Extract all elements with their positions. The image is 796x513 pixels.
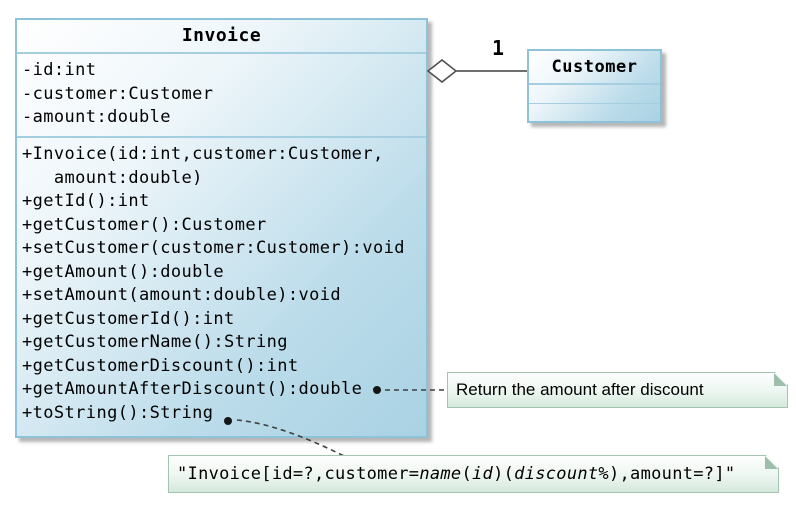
note-fold-corner-icon bbox=[774, 373, 787, 386]
invoice-methods-compartment: +Invoice(id:int,customer:Customer, amoun… bbox=[17, 138, 426, 425]
invoice-method: amount:double) bbox=[22, 167, 203, 188]
note-discount-text: Return the amount after discount bbox=[456, 380, 704, 399]
note-tostring-text-part: ),amount=?]" bbox=[608, 464, 736, 484]
invoice-method: +Invoice(id:int,customer:Customer, bbox=[22, 144, 384, 164]
note-tostring-text-part: discount% bbox=[514, 464, 609, 484]
invoice-class-name: Invoice bbox=[17, 20, 426, 54]
multiplicity-label: 1 bbox=[492, 36, 505, 60]
customer-class-box[interactable]: Customer bbox=[527, 49, 662, 123]
invoice-method: +getId():int bbox=[22, 191, 150, 211]
note-tostring[interactable]: "Invoice[id=?,customer=name(id)(discount… bbox=[168, 455, 779, 493]
invoice-attribute: -amount:double bbox=[22, 107, 171, 127]
note-tostring-text-part: ( bbox=[461, 464, 472, 484]
invoice-method: +setAmount(amount:double):void bbox=[22, 285, 342, 305]
invoice-attribute: -id:int bbox=[22, 60, 97, 80]
invoice-attribute: -customer:Customer bbox=[22, 83, 214, 104]
note-tostring-text-part: id bbox=[472, 464, 494, 484]
customer-class-name: Customer bbox=[529, 51, 660, 85]
note-tostring-text-part: name bbox=[419, 464, 462, 484]
invoice-method: +getCustomer():Customer bbox=[22, 214, 267, 235]
invoice-method: +getCustomerId():int bbox=[22, 308, 235, 329]
invoice-method: +getCustomerName():String bbox=[22, 332, 288, 352]
customer-methods-compartment bbox=[529, 104, 660, 123]
aggregation-diamond-icon bbox=[426, 59, 458, 83]
invoice-method: +getAmountAfterDiscount():double bbox=[22, 379, 363, 399]
invoice-method: +getCustomerDiscount():int bbox=[22, 355, 299, 376]
note-fold-corner-icon bbox=[765, 456, 778, 469]
invoice-method: +getAmount():double bbox=[22, 261, 225, 282]
customer-attributes-compartment bbox=[529, 85, 660, 104]
invoice-attributes-compartment: -id:int -customer:Customer -amount:double bbox=[17, 54, 426, 138]
invoice-method: +setCustomer(customer:Customer):void bbox=[22, 238, 405, 258]
note-tostring-text-part: "Invoice[id=?,customer= bbox=[177, 464, 420, 484]
note-discount[interactable]: Return the amount after discount bbox=[447, 372, 788, 408]
invoice-class-box[interactable]: Invoice -id:int -customer:Customer -amount… bbox=[15, 18, 428, 438]
invoice-method: +toString():String bbox=[22, 402, 214, 423]
note-tostring-text: "Invoice[id=?,customer=name(id)(discount… bbox=[177, 464, 735, 484]
note-tostring-text-part: )( bbox=[493, 464, 515, 484]
